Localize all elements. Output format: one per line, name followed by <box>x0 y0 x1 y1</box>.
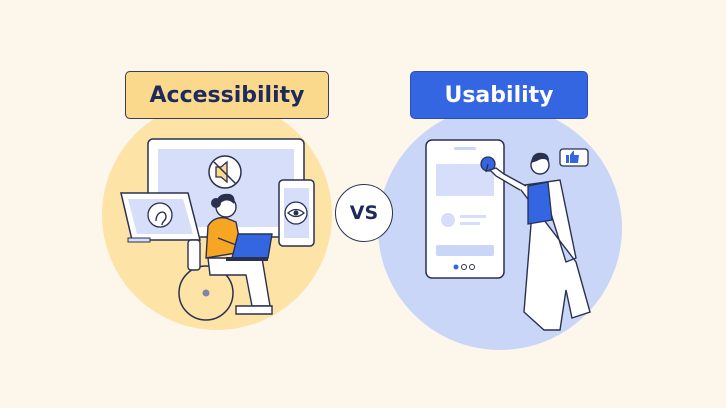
smartphone-icon <box>425 139 505 279</box>
usability-label: Usability <box>410 71 588 119</box>
vs-badge: VS <box>335 184 393 242</box>
eye-icon <box>278 179 315 247</box>
standing-user-figure <box>485 152 591 331</box>
wheelchair-icon <box>178 265 234 321</box>
ear-tablet-icon <box>120 192 201 243</box>
muted-speaker-icon <box>208 155 242 189</box>
accessibility-label: Accessibility <box>125 71 329 119</box>
wheelchair-user-figure <box>178 193 273 321</box>
laptop-icon <box>226 233 273 261</box>
thumbs-up-icon <box>559 148 589 167</box>
